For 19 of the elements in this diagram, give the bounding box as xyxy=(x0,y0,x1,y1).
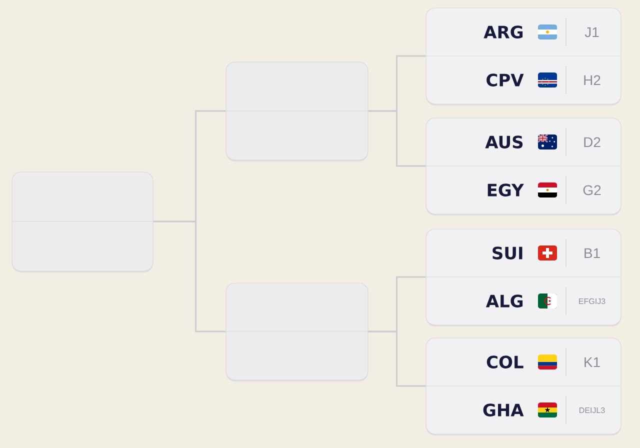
team-code: AUS xyxy=(485,136,523,148)
bracket-line xyxy=(368,110,426,167)
team-code: ARG xyxy=(484,26,523,38)
bracket-line xyxy=(153,220,226,332)
team-code: GHA xyxy=(483,404,524,416)
seed-label: EFGIJ3 xyxy=(579,298,606,304)
seed-label: H2 xyxy=(584,75,600,85)
seed-label: J1 xyxy=(584,27,599,38)
seed-label: K1 xyxy=(584,357,600,367)
bracket-line xyxy=(368,330,426,387)
seed-label: G2 xyxy=(583,185,601,196)
team-code: EGY xyxy=(488,184,524,196)
seed-label: B1 xyxy=(584,248,600,258)
seed-label: D2 xyxy=(584,137,600,147)
team-code: ALG xyxy=(486,294,523,308)
team-code: COL xyxy=(486,356,524,368)
seed-label: DEIJL3 xyxy=(580,407,605,414)
team-code: SUI xyxy=(492,246,522,260)
team-code: CPV xyxy=(486,74,524,86)
